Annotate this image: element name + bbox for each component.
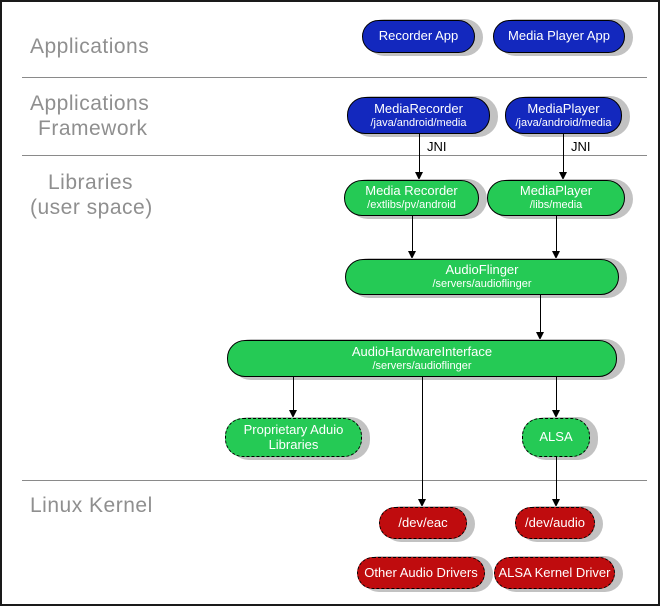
connector-alsa-to-dev-audio [556,457,557,500]
connector-mediarecorder-to-audioflinger [412,216,413,252]
layer-divider-3 [22,480,647,481]
node-dev-audio-title: /dev/audio [525,514,585,530]
layer-label-libraries-line1: Libraries [48,171,134,194]
connector-mediaplayer-to-audioflinger [556,216,557,252]
arrowhead-into-proprietary [289,410,297,418]
arrowhead-into-alsa [552,410,560,418]
arrowhead-mediarecorder-jni [415,172,423,180]
node-mediaplayer-lib: MediaPlayer /libs/media [487,180,625,216]
node-audio-hardware-interface: AudioHardwareInterface /servers/audiofli… [227,340,617,377]
node-audio-hardware-interface-path: /servers/audioflinger [372,359,472,372]
node-alsa-kernel-driver: ALSA Kernel Driver [494,557,615,589]
node-mediaplayer-framework: MediaPlayer /java/android/media [505,97,622,134]
node-audioflinger-path: /servers/audioflinger [432,278,532,291]
node-recorder-app: Recorder App [362,20,475,53]
connector-audioflinger-to-ahi [540,295,541,333]
node-mediarecorder-framework-title: MediaRecorder [374,100,463,116]
node-dev-audio: /dev/audio [515,507,595,539]
node-mediarecorder-framework: MediaRecorder /java/android/media [347,97,490,134]
layer-label-applications-framework-line2: Framework [38,117,148,140]
node-media-player-app: Media Player App [493,20,625,53]
layer-divider-1 [22,77,647,78]
node-mediaplayer-lib-path: /libs/media [529,199,583,212]
node-mediarecorder-framework-path: /java/android/media [370,116,467,129]
node-other-audio-drivers-title: Other Audio Drivers [364,564,478,580]
arrowhead-into-ahi [536,332,544,340]
node-audio-hardware-interface-title: AudioHardwareInterface [351,343,493,359]
layer-label-libraries-line2: (user space) [30,196,153,219]
connector-mediaplayer-jni-line [563,133,564,173]
layer-label-applications: Applications [30,35,150,58]
node-alsa-kernel-driver-title: ALSA Kernel Driver [498,564,611,580]
layer-divider-2 [22,155,647,156]
node-dev-eac-title: /dev/eac [398,514,448,530]
node-mediaplayer-lib-title: MediaPlayer [519,183,593,199]
connector-ahi-to-proprietary [293,377,294,411]
node-mediaplayer-framework-path: /java/android/media [515,116,612,129]
node-media-recorder-lib: Media Recorder /extlibs/pv/android [344,180,479,216]
node-alsa-title: ALSA [539,429,573,445]
layer-label-linux-kernel: Linux Kernel [30,494,153,517]
node-media-player-app-title: Media Player App [508,28,610,44]
node-alsa: ALSA [522,418,590,457]
node-recorder-app-title: Recorder App [378,28,459,44]
node-dev-eac: /dev/eac [379,507,467,539]
arrowhead-mediaplayer-jni [559,172,567,180]
node-proprietary-audio-libraries-line2: Libraries [268,436,319,452]
arrowhead-into-audioflinger-left [408,251,416,259]
node-media-recorder-lib-title: Media Recorder [365,183,458,199]
layer-label-applications-framework-line1: Applications [30,92,150,115]
node-mediaplayer-framework-title: MediaPlayer [527,100,600,116]
node-other-audio-drivers: Other Audio Drivers [357,557,485,589]
arrowhead-into-dev-eac [418,499,426,507]
node-proprietary-audio-libraries-line1: Proprietary Aduio [243,421,344,437]
node-audioflinger-title: AudioFlinger [445,262,519,278]
connector-ahi-to-alsa [556,377,557,411]
jni-label-left: JNI [427,139,447,154]
node-media-recorder-lib-path: /extlibs/pv/android [367,199,456,212]
arrowhead-into-dev-audio [552,499,560,507]
jni-label-right: JNI [571,139,591,154]
node-proprietary-audio-libraries: Proprietary Aduio Libraries [225,418,362,457]
arrowhead-into-audioflinger-right [552,251,560,259]
connector-ahi-to-dev-eac [422,377,423,500]
connector-mediarecorder-jni-line [419,133,420,173]
node-audioflinger: AudioFlinger /servers/audioflinger [345,259,619,295]
